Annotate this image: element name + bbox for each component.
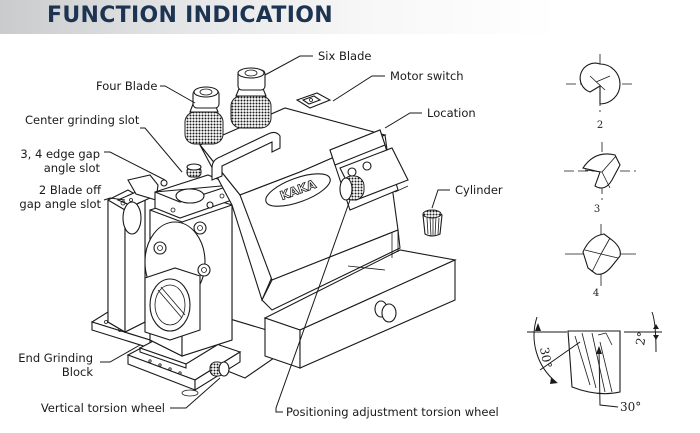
drawer-knob: [374, 300, 397, 323]
angle-bottom-label: 30°: [620, 400, 641, 414]
label-end-grinding-block-2: Block: [62, 365, 93, 379]
label-vertical-torsion-wheel: Vertical torsion wheel: [41, 401, 165, 415]
label-edge-gap-slot-1: 3, 4 edge gap: [20, 147, 100, 161]
label-center-grinding-slot: Center grinding slot: [25, 113, 140, 127]
label-cylinder: Cylinder: [455, 183, 503, 197]
cutter-label-3: 3: [594, 204, 600, 215]
label-positioning-adjustment-wheel: Positioning adjustment torsion wheel: [286, 405, 499, 419]
cutter-label-4: 4: [593, 288, 599, 299]
label-four-blade: Four Blade: [96, 79, 157, 93]
label-edge-gap-slot-2: angle slot: [44, 161, 101, 175]
vertical-torsion-wheel: [209, 361, 230, 377]
cutter-label-2: 2: [597, 120, 603, 131]
label-end-grinding-block-1: End Grinding: [18, 351, 93, 365]
angle-right-label: 2°: [633, 331, 649, 347]
six-blade-chuck: [230, 67, 272, 129]
label-two-blade-off-gap-1: 2 Blade off: [39, 183, 102, 197]
label-two-blade-off-gap-2: gap angle slot: [19, 197, 101, 211]
motor-switch: [295, 92, 332, 109]
leader-lines: [100, 55, 450, 413]
angle-diagram: 30° 2° 30°: [527, 311, 662, 414]
label-location: Location: [427, 106, 476, 120]
left-column: [107, 174, 159, 333]
label-motor-switch: Motor switch: [390, 69, 464, 83]
center-column: [144, 163, 233, 357]
four-blade-chuck: [184, 86, 224, 145]
brand-logo: KAKA: [265, 173, 331, 207]
header-bar: FUNCTION INDICATION: [0, 0, 560, 34]
cutter-view-2-flute: 2: [566, 54, 634, 131]
cutter-view-3-flute: 3: [564, 142, 636, 215]
label-six-blade: Six Blade: [318, 49, 371, 63]
positioning-knob: [339, 175, 365, 201]
cutter-view-4-flute: 4: [565, 224, 636, 299]
angle-left-label: 30°: [537, 346, 554, 369]
drawer: [263, 230, 457, 369]
page-title: FUNCTION INDICATION: [47, 3, 333, 28]
cylinder-collet: [422, 209, 443, 237]
